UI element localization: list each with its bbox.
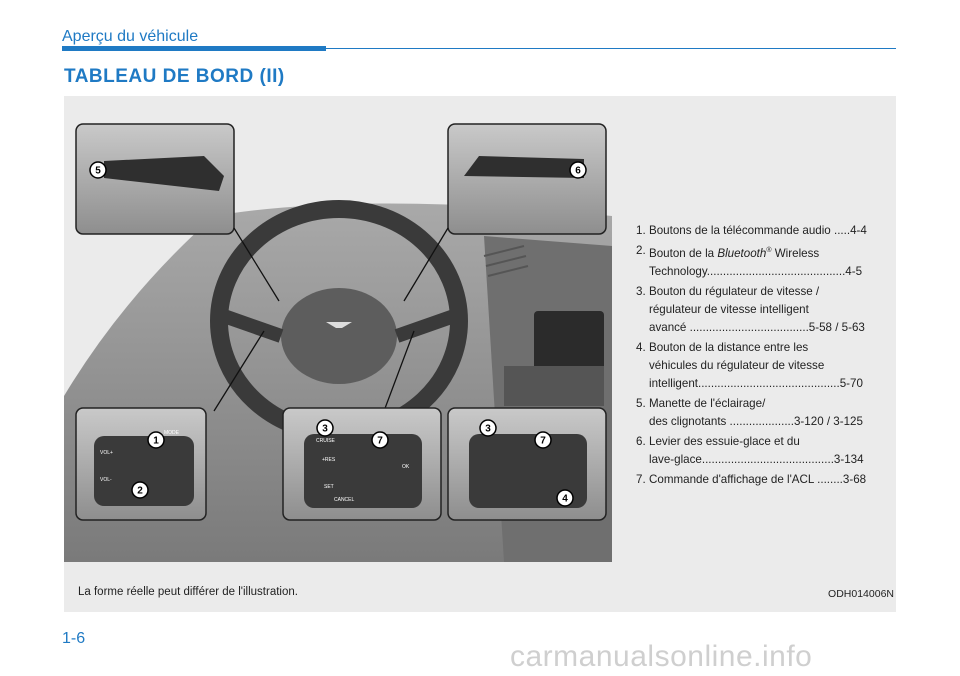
header-rule-thin	[326, 48, 896, 49]
infotainment-screen	[534, 311, 604, 371]
callout-7-label: 7	[377, 436, 383, 447]
callout-2	[131, 481, 149, 499]
inset-wiper-stalk	[447, 123, 607, 235]
ok-button-label: OK	[402, 464, 410, 470]
audio-switch-cluster	[94, 436, 194, 506]
cancel-button-label: CANCEL	[334, 497, 355, 503]
callout-1	[147, 431, 165, 449]
callout-3-label: 3	[322, 424, 328, 435]
callout-markers: 5 6 1 2 3 7 3 7 4	[89, 161, 587, 507]
spoke-left	[221, 309, 284, 343]
callout-4	[556, 489, 574, 507]
cruise-distance-cluster	[469, 434, 587, 508]
callout-5	[89, 161, 107, 179]
callout-7b	[534, 431, 552, 449]
cruise-switch-cluster	[304, 434, 422, 508]
callout-3b-label: 3	[485, 424, 491, 435]
spoke-right	[394, 309, 457, 343]
dashboard-illustration: MODE VOL+ VOL- CRUISE +RES SET CANCEL OK…	[64, 123, 612, 562]
brand-emblem	[326, 322, 352, 328]
connector-lines	[213, 227, 449, 412]
header-rule-thick	[62, 46, 326, 51]
legend-item-3: 3. Bouton du régulateur de vitesse / rég…	[636, 284, 865, 334]
callout-3b	[479, 419, 497, 437]
air-vents	[483, 245, 529, 277]
legend-item-7: 7. Commande d'affichage de l'ACL .......…	[636, 472, 867, 486]
vol-up-label: VOL+	[100, 450, 113, 456]
legend-item-4: 4. Bouton de la distance entre les véhic…	[636, 340, 863, 390]
legend-item-2: 2. Bouton de la Bluetooth® Wireless Tech…	[636, 244, 863, 278]
set-button-label: SET	[324, 484, 334, 490]
illustration-note: La forme réelle peut différer de l'illus…	[78, 586, 298, 598]
callout-5-label: 5	[95, 166, 101, 177]
callout-1-label: 1	[153, 436, 159, 447]
legend-list: 1. Boutons de la télécommande audio ....…	[636, 222, 894, 491]
vol-down-label: VOL-	[100, 477, 112, 483]
light-stalk-lever	[104, 156, 224, 191]
watermark-text: carmanualsonline.info	[510, 640, 813, 673]
steering-wheel-hub	[281, 288, 397, 384]
callout-7	[371, 431, 389, 449]
callout-2-label: 2	[137, 486, 143, 497]
cruise-button-label: CRUISE	[316, 438, 336, 444]
legend-item-1: 1. Boutons de la télécommande audio ....…	[636, 224, 867, 237]
mode-button-label: MODE	[164, 430, 180, 436]
legend-item-5: 5. Manette de l'éclairage/ des clignotan…	[636, 396, 863, 428]
page-number: 1-6	[62, 630, 86, 647]
callout-3	[316, 419, 334, 437]
callout-4-label: 4	[562, 494, 568, 505]
climate-panel	[504, 366, 604, 406]
callout-7b-label: 7	[540, 436, 546, 447]
callout-6-label: 6	[575, 166, 581, 177]
callout-6	[569, 161, 587, 179]
page-title: TABLEAU DE BORD (II)	[64, 66, 285, 87]
wiper-stalk-lever	[464, 156, 584, 178]
legend-item-6: 6. Levier des essuie-glace et du lave-gl…	[636, 434, 864, 466]
res-button-label: +RES	[322, 457, 336, 463]
section-title: Aperçu du véhicule	[62, 28, 199, 45]
figure-code: ODH014006N	[828, 588, 894, 600]
